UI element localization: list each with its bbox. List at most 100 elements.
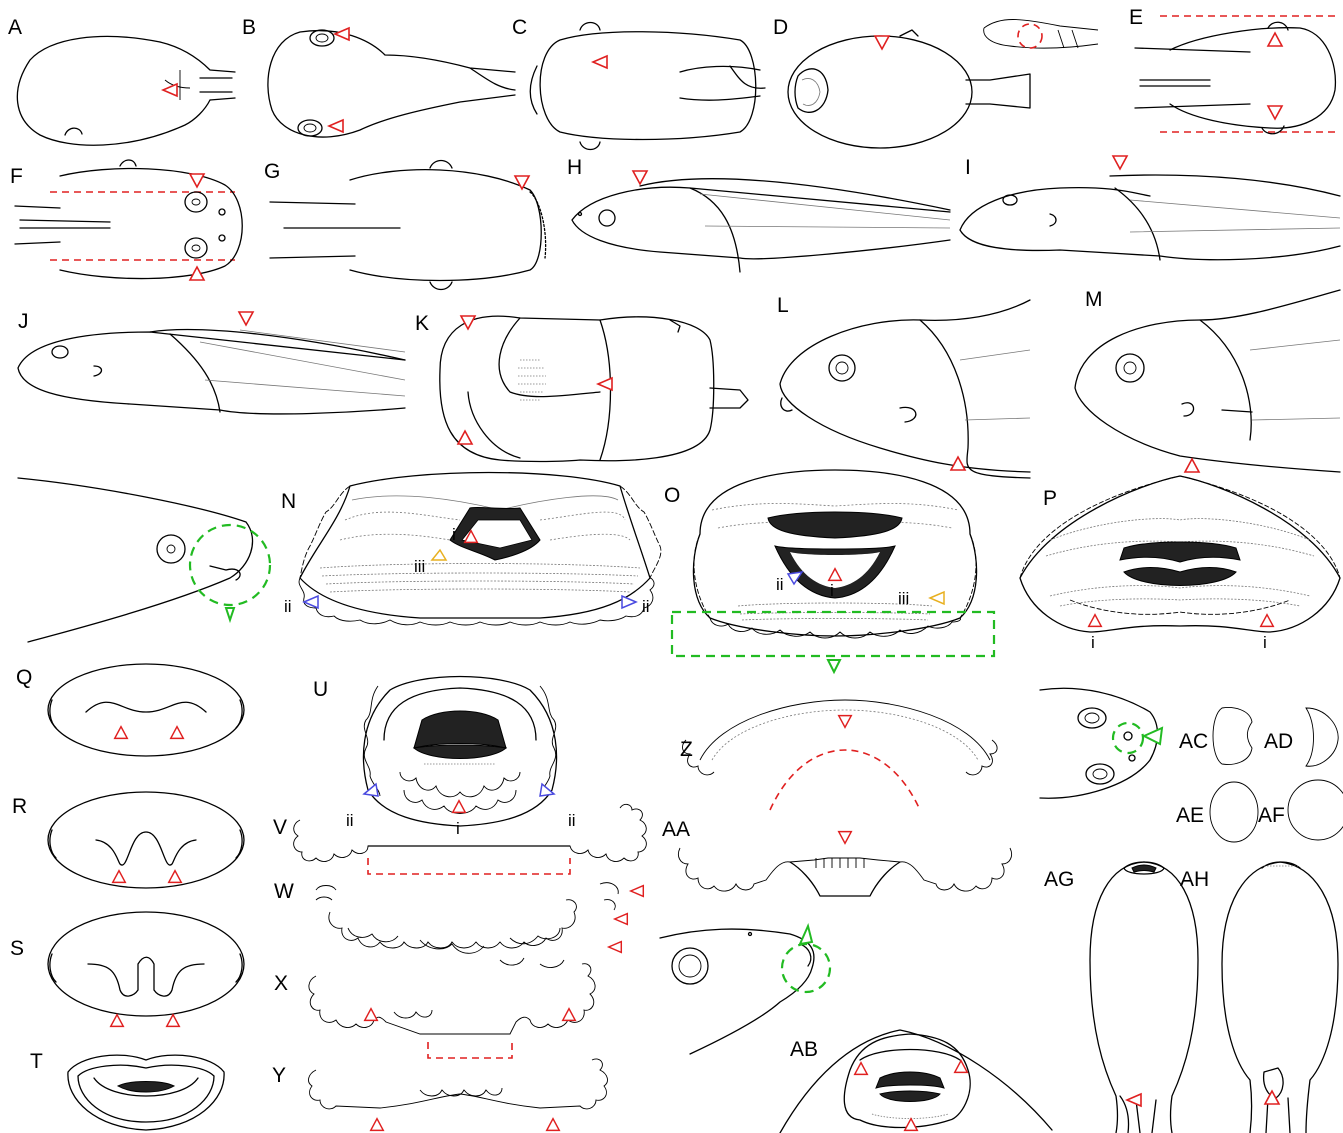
red-arrow-icon [875, 36, 889, 49]
panel-z: Z [680, 700, 997, 810]
panel-u: U i ii ii [313, 677, 576, 839]
oral-disc [781, 398, 792, 411]
upper-jaw-sheath [876, 1072, 944, 1088]
body-outline [572, 187, 950, 259]
naris-icon [579, 213, 582, 216]
panel-ah: AH [1180, 862, 1338, 1133]
spiracle [94, 366, 102, 376]
red-arrow-icon [171, 727, 184, 739]
tail-lines [1135, 48, 1250, 108]
label-ii: ii [776, 575, 784, 594]
red-arrow-icon [163, 84, 177, 96]
pupil-icon [192, 199, 200, 205]
panel-label-g: G [264, 160, 280, 183]
lower-labium [96, 832, 196, 865]
body-fold [600, 320, 611, 460]
snout-line [530, 66, 537, 114]
panel-label-r: R [12, 795, 27, 818]
spiracle [1182, 403, 1194, 416]
tail-muscle [700, 194, 950, 228]
panel-label-d: D [773, 16, 788, 39]
panel-y: Y [272, 1059, 607, 1130]
panel-label-c: C [512, 16, 527, 39]
panel-b: B [242, 16, 515, 137]
panel-label-ag: AG [1044, 868, 1074, 891]
panel-ag: AG [1044, 862, 1198, 1133]
eye-icon [157, 535, 185, 563]
red-bracket [428, 1042, 512, 1058]
tail-root [966, 74, 1030, 108]
label-i: i [1263, 633, 1267, 652]
pupil-icon [192, 245, 200, 251]
panel-label-w: W [274, 880, 294, 903]
lower-jaw-sheath [1124, 568, 1236, 586]
panel-label-af: AF [1258, 804, 1285, 827]
naris-icon [219, 209, 225, 215]
label-ii: ii [346, 811, 354, 830]
green-arrow-icon [800, 926, 812, 944]
panel-c: C [512, 16, 765, 150]
tail-fin [1110, 175, 1340, 260]
panel-label-l: L [777, 294, 789, 317]
upper-jaw-sheath [414, 711, 506, 748]
lower-labium [88, 957, 204, 996]
panel-d: D [773, 16, 1098, 148]
body-outline [1170, 28, 1335, 128]
naris-icon [219, 235, 225, 241]
head-outline [1040, 688, 1158, 798]
panel-ab: AB [660, 926, 1052, 1133]
panel-label-e: E [1129, 6, 1143, 29]
head-outline [18, 478, 253, 642]
jaw-sheath [118, 1082, 174, 1093]
red-arrow-icon [190, 174, 204, 187]
blue-arrow-icon [304, 596, 318, 608]
panel-label-y: Y [272, 1064, 286, 1087]
green-arrow-icon [226, 608, 234, 620]
panel-r: R [12, 792, 244, 888]
red-arrow-icon [1089, 615, 1102, 627]
head-outline [540, 32, 756, 140]
oral-disc [800, 944, 811, 966]
panel-aa: AA [662, 818, 1012, 896]
eye-bumps [580, 23, 600, 150]
eye-icon [185, 192, 207, 212]
panel-label-k: K [415, 312, 429, 335]
panel-label-o: O [664, 484, 680, 507]
panel-label-q: Q [16, 666, 32, 689]
panel-ac: AC [1179, 708, 1252, 765]
oral-disc [210, 566, 240, 580]
inner-outline [78, 1065, 214, 1122]
papillae-inner [420, 1088, 502, 1096]
panel-ae: AE [1176, 782, 1258, 842]
tail-lines [200, 78, 232, 92]
green-arrow-icon [828, 660, 840, 672]
eye-icon [52, 346, 68, 358]
panel-label-ae: AE [1176, 804, 1204, 827]
red-arrow-icon [458, 431, 472, 444]
panel-f: F [10, 160, 242, 280]
tail-muscle [1130, 200, 1340, 232]
head-outline [17, 36, 210, 145]
spiracle [1050, 214, 1056, 226]
red-arrow-icon [633, 171, 647, 184]
upper-lip [860, 1050, 960, 1061]
red-bracket [368, 858, 570, 874]
eye-icon [599, 210, 615, 226]
tooth-row [872, 1114, 948, 1119]
papillae-ends [683, 740, 998, 775]
red-arrow-icon [365, 1009, 378, 1021]
red-arrow-icon [839, 832, 852, 844]
panel-a: A [8, 16, 235, 145]
eye-icon [829, 355, 855, 381]
upper-jaw-sheath [1120, 542, 1240, 562]
eye-icon [1078, 708, 1106, 728]
eye-icon [1003, 195, 1017, 205]
panel-label-x: X [274, 972, 288, 995]
tail-lines [15, 206, 110, 244]
eye-icon [672, 948, 708, 984]
red-arrow-icon [239, 312, 253, 325]
panel-x: X [274, 964, 595, 1058]
body-outline [1075, 290, 1340, 472]
papillae-row [329, 900, 577, 948]
